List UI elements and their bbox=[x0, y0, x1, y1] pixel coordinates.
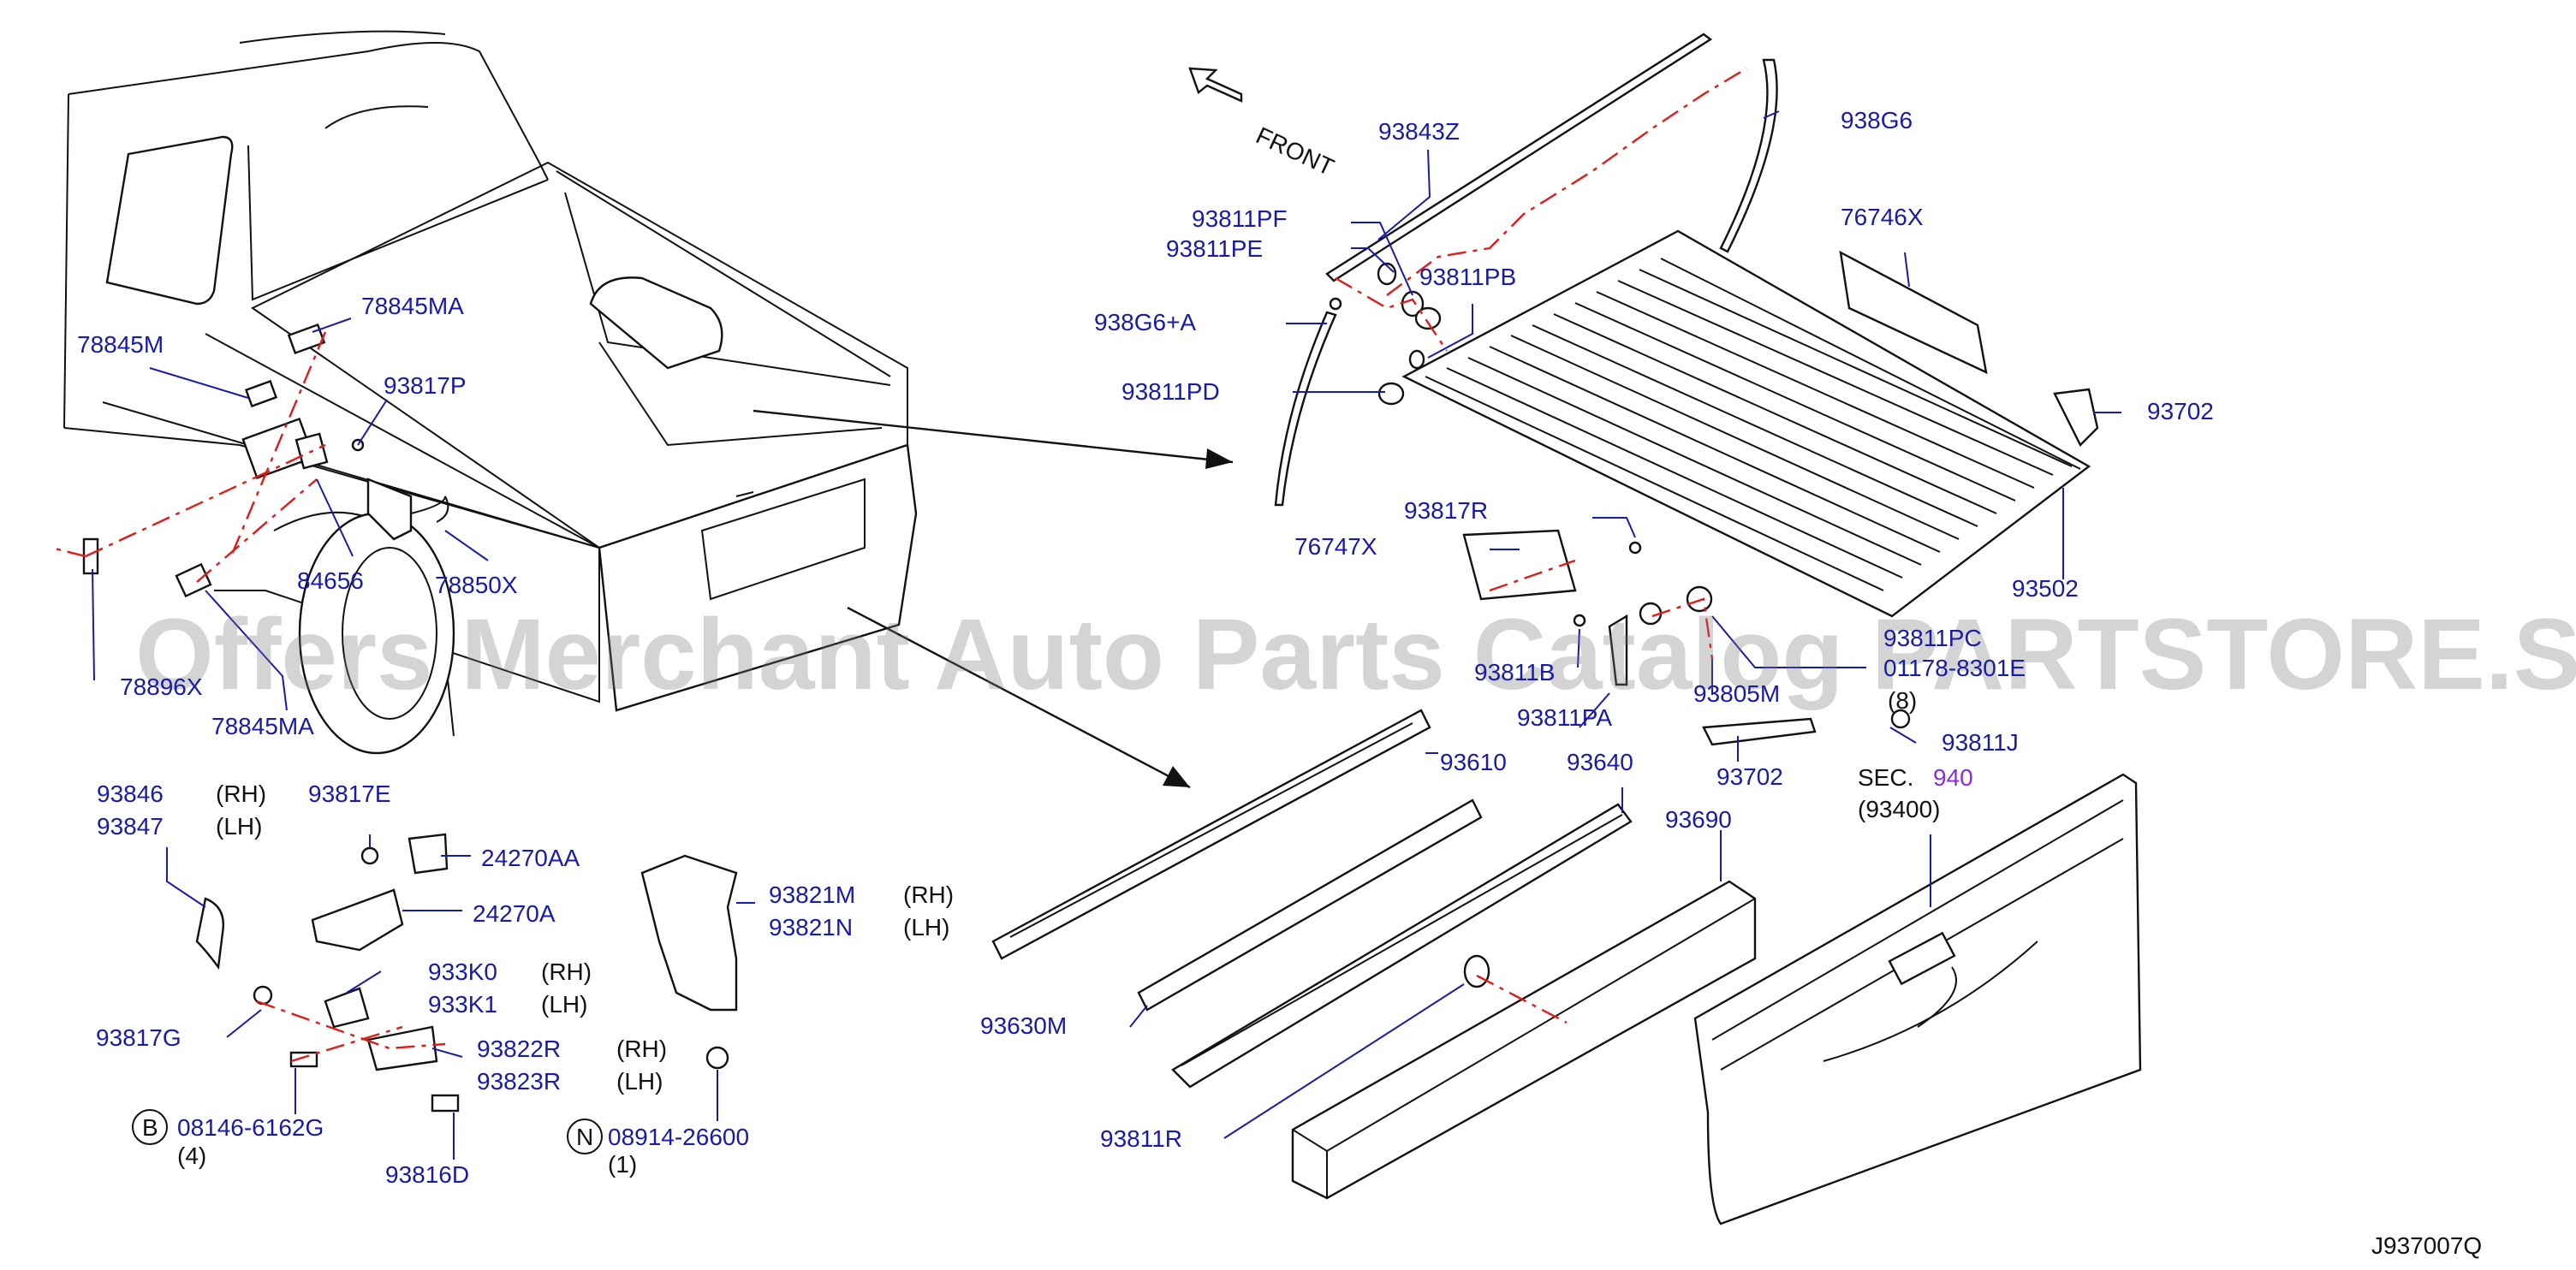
side-note: (RH) bbox=[541, 958, 592, 985]
part-label[interactable]: 24270AA bbox=[481, 845, 580, 871]
part-label[interactable]: 24270A bbox=[473, 900, 556, 927]
bolt-standard-letter: B bbox=[142, 1114, 158, 1141]
part-label[interactable]: 93811PA bbox=[1517, 704, 1612, 731]
part-label[interactable]: 08914-26600 bbox=[608, 1124, 749, 1150]
part-label[interactable]: 78845MA bbox=[211, 713, 314, 739]
side-note: (LH) bbox=[616, 1068, 663, 1095]
quantity-note: (1) bbox=[608, 1151, 637, 1178]
side-note: (RH) bbox=[616, 1036, 667, 1062]
part-label[interactable]: 933K1 bbox=[428, 991, 497, 1018]
part-label[interactable]: 93816D bbox=[385, 1161, 469, 1188]
part-label[interactable]: 93817E bbox=[308, 780, 391, 807]
front-indicator: FRONT bbox=[1252, 122, 1338, 181]
part-label[interactable]: 93811PB bbox=[1419, 264, 1516, 290]
part-label[interactable]: 93817R bbox=[1404, 497, 1488, 524]
part-label[interactable]: 08146-6162G bbox=[177, 1114, 324, 1141]
side-note: (LH) bbox=[216, 813, 262, 840]
part-label[interactable]: 93811J bbox=[1942, 729, 2019, 756]
part-label[interactable]: 84656 bbox=[297, 567, 364, 594]
nut-standard-letter: N bbox=[576, 1124, 593, 1150]
diagram-code: J937007Q bbox=[2371, 1232, 2482, 1259]
truck-bed-illustration bbox=[51, 30, 1234, 789]
part-label[interactable]: 938G6+A bbox=[1094, 309, 1196, 335]
part-label[interactable]: 76747X bbox=[1294, 533, 1377, 560]
watermark-text: Offers Merchant Auto Parts Catalog PARTS… bbox=[135, 598, 2576, 711]
quantity-note: (4) bbox=[177, 1142, 206, 1169]
part-label[interactable]: 93811PF bbox=[1192, 205, 1288, 232]
part-label[interactable]: 01178-8301E bbox=[1883, 655, 2026, 681]
tailgate-assembly bbox=[1693, 773, 2142, 1225]
section-ref-label: SEC. bbox=[1858, 764, 1913, 791]
bolt-standard-marker bbox=[132, 1109, 168, 1145]
part-label[interactable]: 93811PE bbox=[1166, 235, 1263, 262]
part-label[interactable]: 93821M bbox=[769, 881, 855, 908]
part-label[interactable]: 78845MA bbox=[361, 293, 464, 319]
part-label[interactable]: 93823R bbox=[477, 1068, 561, 1095]
part-label[interactable]: 93821N bbox=[769, 914, 853, 941]
part-label[interactable]: 78845M bbox=[77, 331, 164, 358]
part-labels: 78845M 78845MA 93817P 84656 78850X 78896… bbox=[77, 107, 2482, 1259]
part-label[interactable]: 93502 bbox=[2012, 575, 2079, 602]
part-label[interactable]: 938G6 bbox=[1841, 107, 1913, 134]
side-note: (LH) bbox=[541, 991, 587, 1018]
part-label[interactable]: 93822R bbox=[477, 1036, 561, 1062]
part-label[interactable]: 76746X bbox=[1841, 204, 1924, 230]
part-label[interactable]: 93811B bbox=[1474, 659, 1555, 685]
side-note: (RH) bbox=[216, 780, 266, 807]
part-label[interactable]: 93811PD bbox=[1121, 378, 1220, 405]
leader-lines bbox=[92, 110, 2121, 1160]
part-label[interactable]: 78896X bbox=[120, 674, 203, 700]
quantity-note: (8) bbox=[1888, 687, 1917, 714]
section-ref-link[interactable]: 940 bbox=[1933, 764, 1973, 791]
bed-liner-assembly bbox=[1188, 33, 2099, 746]
part-label[interactable]: 93817G bbox=[96, 1024, 181, 1051]
side-note: (RH) bbox=[903, 881, 954, 908]
part-label[interactable]: 93817P bbox=[384, 372, 467, 399]
part-label[interactable]: 933K0 bbox=[428, 958, 497, 985]
part-label[interactable]: 93702 bbox=[2147, 398, 2214, 424]
frame-rails bbox=[991, 709, 1757, 1200]
part-label[interactable]: 93843Z bbox=[1378, 118, 1460, 145]
part-label[interactable]: 93811R bbox=[1100, 1125, 1182, 1152]
part-label[interactable]: 93847 bbox=[97, 813, 164, 840]
part-label[interactable]: 93630M bbox=[980, 1012, 1067, 1039]
part-label[interactable]: 93805M bbox=[1693, 680, 1780, 707]
part-label[interactable]: 93811PC bbox=[1883, 625, 1982, 651]
section-ref-sub: (93400) bbox=[1858, 796, 1941, 822]
small-parts bbox=[195, 833, 738, 1113]
part-label[interactable]: 93640 bbox=[1567, 749, 1633, 775]
side-note: (LH) bbox=[903, 914, 949, 941]
part-label[interactable]: 93702 bbox=[1716, 763, 1783, 790]
part-label[interactable]: 93846 bbox=[97, 780, 164, 807]
part-label[interactable]: 93690 bbox=[1665, 806, 1732, 833]
nut-standard-marker bbox=[567, 1119, 603, 1154]
part-label[interactable]: 78850X bbox=[435, 572, 518, 598]
part-label[interactable]: 93610 bbox=[1440, 749, 1507, 775]
